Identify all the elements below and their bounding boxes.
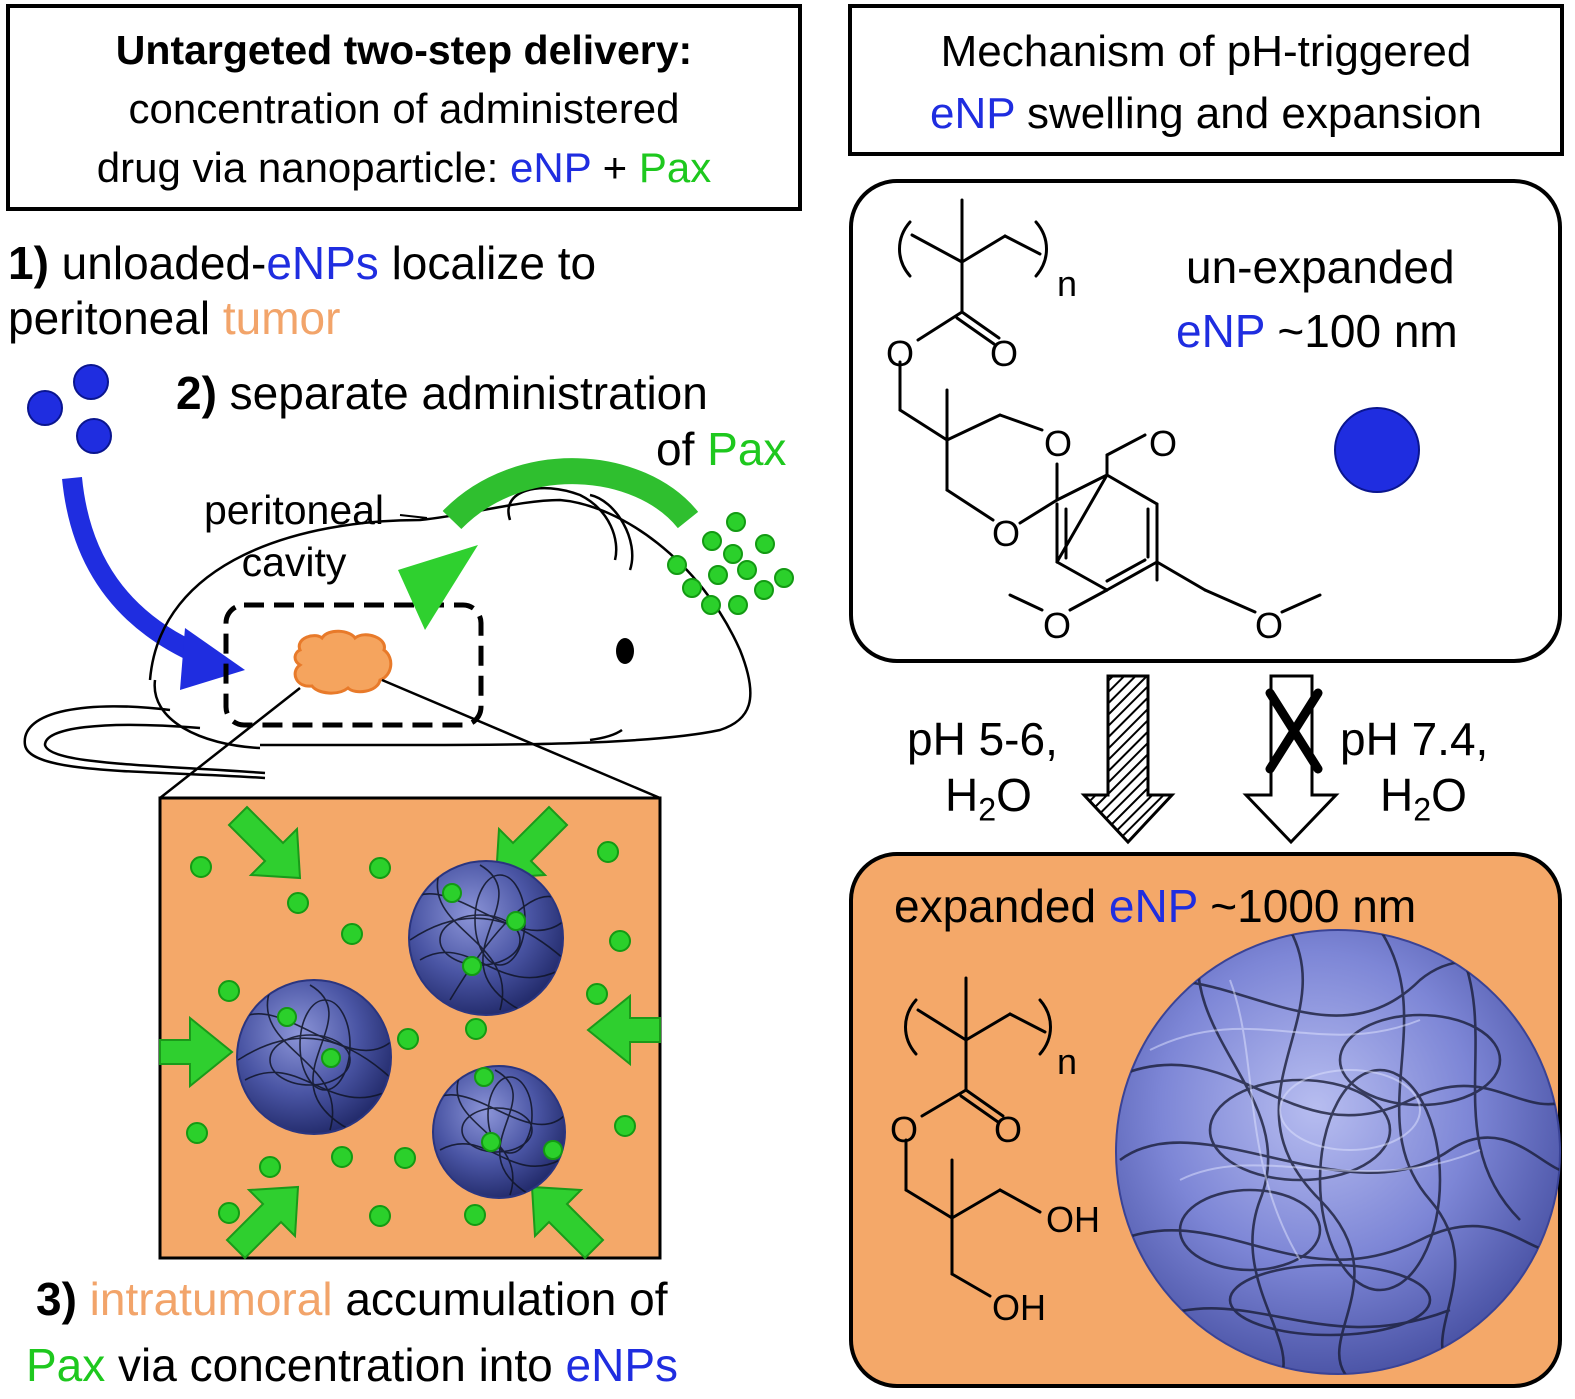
chem-o-top-3: O <box>1044 423 1073 464</box>
acidic-condition-line1: pH 5-6, <box>907 713 1058 765</box>
step1-line1: 1) unloaded-eNPs localize to <box>8 237 597 289</box>
acidic-condition-line2: H2O <box>945 769 1032 828</box>
right-title-line1: Mechanism of pH-triggered <box>940 27 1472 76</box>
chem-o-top-6: O <box>1043 605 1072 646</box>
loaded-enp-spheres <box>236 860 566 1199</box>
step2-line1: 2) separate administration <box>176 367 708 419</box>
blocked-x-icon <box>1265 688 1323 774</box>
enp-label: eNP <box>510 144 591 191</box>
unexpanded-enp-dot <box>1334 407 1420 493</box>
chem-n-bottom: n <box>1057 1041 1078 1082</box>
chem-o-top-7: O <box>1255 605 1284 646</box>
unexpanded-panel <box>849 179 1562 663</box>
step3-line2: Pax via concentration into eNPs <box>26 1339 679 1391</box>
step1-line2: peritoneal tumor <box>8 292 341 344</box>
free-pax-dots <box>186 841 636 1227</box>
chem-oh-1: OH <box>1046 1199 1100 1240</box>
blue-injection-arrow <box>62 477 245 690</box>
encapsulated-pax-dots <box>277 883 563 1160</box>
acetal-polymer-structure <box>898 198 1322 614</box>
right-title-line2: eNP swelling and expansion <box>929 89 1482 138</box>
left-title-line3: drug via nanoparticle: eNP + Pax <box>96 144 712 191</box>
acidic-ph-arrow <box>1080 674 1176 845</box>
tumor-blob <box>293 629 393 695</box>
mouse-eye <box>616 638 634 664</box>
chem-o-bottom-2: O <box>994 1109 1023 1150</box>
step2-line2: of Pax <box>656 423 787 475</box>
step3-line1: 3) intratumoral accumulation of <box>36 1273 668 1325</box>
cavity-label-line1: peritoneal <box>203 487 385 533</box>
left-title-line1: Untargeted two-step delivery: <box>115 27 693 73</box>
unloaded-enp-dots <box>27 364 112 454</box>
cavity-label-line2: cavity <box>241 539 347 585</box>
tumor-zoom-panel <box>158 796 662 1260</box>
chem-o-bottom-1: O <box>890 1109 919 1150</box>
neutral-condition-line1: pH 7.4, <box>1340 713 1489 765</box>
right-title-box <box>848 4 1564 156</box>
mouse-outline <box>23 486 752 780</box>
chem-oh-2: OH <box>992 1287 1046 1328</box>
left-title-line2: concentration of administered <box>128 85 680 132</box>
pax-dots <box>667 512 794 615</box>
chem-o-top-1: O <box>886 333 915 374</box>
diol-polymer-structure <box>904 976 1052 1298</box>
chem-n-top: n <box>1057 263 1078 304</box>
left-title-box <box>6 4 802 211</box>
expanded-enp-sphere <box>1115 929 1561 1375</box>
chem-o-top-4: O <box>1149 423 1178 464</box>
inward-arrows <box>159 805 661 1260</box>
peritoneal-cavity-box <box>223 602 484 728</box>
pax-label: Pax <box>638 144 712 191</box>
neutral-condition-line2: H2O <box>1380 769 1467 828</box>
green-injection-arrow <box>398 458 699 630</box>
neutral-ph-arrow <box>1242 674 1340 845</box>
unexpanded-label: un-expanded <box>1186 241 1455 293</box>
expanded-label: expanded eNP ~1000 nm <box>894 880 1417 932</box>
chem-o-top-5: O <box>992 513 1021 554</box>
unexpanded-size: eNP ~100 nm <box>1176 305 1458 357</box>
chem-o-top-2: O <box>990 333 1019 374</box>
